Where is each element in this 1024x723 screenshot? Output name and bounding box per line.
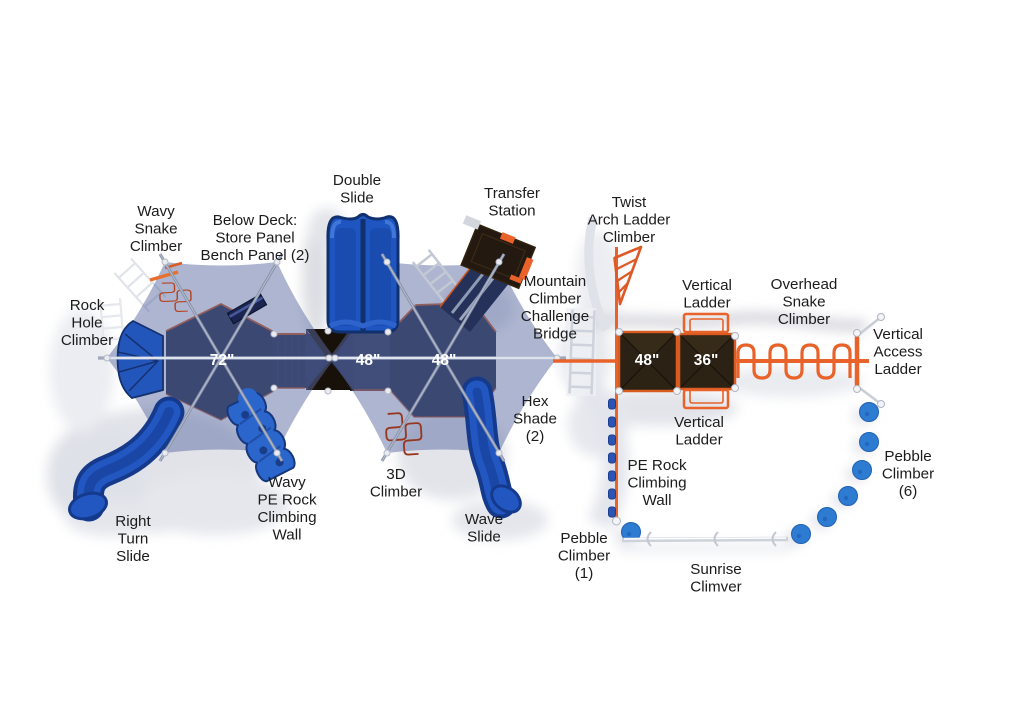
svg-text:48": 48" bbox=[356, 352, 381, 369]
svg-text:48": 48" bbox=[635, 352, 660, 369]
svg-text:36": 36" bbox=[694, 352, 719, 369]
svg-text:48": 48" bbox=[432, 352, 457, 369]
svg-text:72": 72" bbox=[210, 352, 235, 369]
